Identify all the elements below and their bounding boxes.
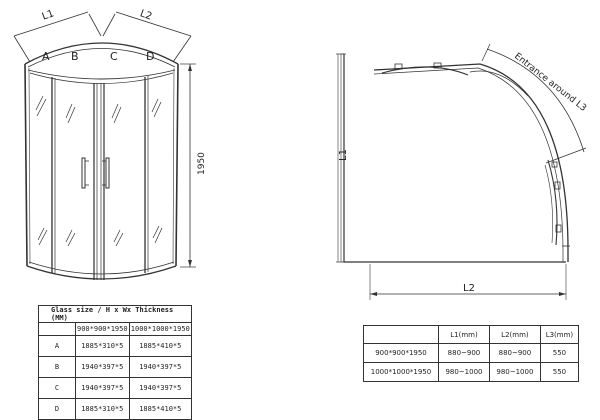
glass-row-value-900: 1885*310*5 [75,335,130,357]
table-row: 1000*1000*1950 980~1000 980~1000 550 [363,362,580,382]
glass-row-value-1000: 1885*410*5 [128,398,193,420]
panel-label-b: B [71,50,79,63]
glass-size-table: Glass size / H x Wx Thickness (MM) 900*9… [38,305,193,420]
plan-view-enclosure [336,43,587,300]
glass-row-panel: D [38,398,76,420]
size-table-header-l1: L1(mm) [438,325,490,344]
glass-row-value-1000: 1940*397*5 [128,377,193,399]
plan-dim-l2-label: L2 [463,283,475,294]
glass-row-value-900: 1940*397*5 [75,377,130,399]
size-table-header-l3: L3(mm) [539,325,580,344]
glass-table-col-900: 900*900*1950 [75,322,130,336]
table-row: 900*900*1950 880~900 880~900 550 [363,343,580,363]
glass-row-panel: B [38,356,76,378]
table-row: B 1940*397*5 1940*397*5 [38,356,193,378]
glass-row-panel: A [38,335,76,357]
table-row: C 1940*397*5 1940*397*5 [38,377,193,399]
size-row-l1: 880~900 [438,343,490,363]
size-row-l2: 980~1000 [488,362,541,382]
front-dim-l1-label: L1 [41,8,56,22]
glass-row-panel: C [38,377,76,399]
glass-row-value-900: 1940*397*5 [75,356,130,378]
size-row-model: 900*900*1950 [363,343,439,363]
size-row-l1: 980~1000 [438,362,490,382]
glass-table-corner [38,322,76,336]
entrance-l3-label: Entrance around L3 [512,51,588,113]
plan-dim-l1-label: L1 [338,149,349,161]
size-row-l3: 550 [539,343,580,363]
glass-table-title: Glass size / H x Wx Thickness (MM) [38,305,192,323]
front-view-enclosure [13,11,196,280]
panel-label-c: C [110,50,118,63]
glass-table-col-1000: 1000*1000*1950 [128,322,193,336]
glass-row-value-1000: 1940*397*5 [128,356,193,378]
size-table-header-l2: L2(mm) [488,325,541,344]
size-range-table: L1(mm) L2(mm) L3(mm) 900*900*1950 880~90… [363,325,580,382]
front-height-label: 1950 [197,152,207,175]
front-dim-l2-label: L2 [138,8,153,22]
size-table-corner [363,325,439,344]
size-row-l3: 550 [539,362,580,382]
panel-label-d: D [146,50,154,63]
panel-label-a: A [42,50,50,63]
glass-row-value-900: 1885*310*5 [75,398,130,420]
glass-row-value-1000: 1885*410*5 [128,335,193,357]
size-row-model: 1000*1000*1950 [363,362,439,382]
table-row: D 1885*310*5 1885*410*5 [38,398,193,420]
size-row-l2: 880~900 [488,343,541,363]
table-row: A 1885*310*5 1885*410*5 [38,335,193,357]
